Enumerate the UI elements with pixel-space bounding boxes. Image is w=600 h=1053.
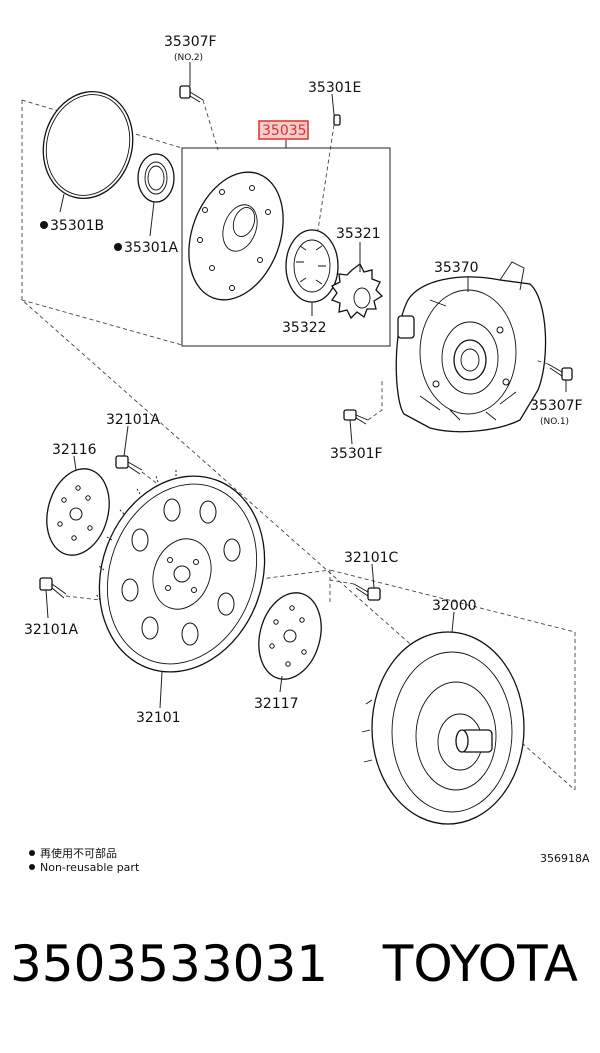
torque-converter-32000[interactable] bbox=[361, 631, 525, 825]
bolt-35307f-no1[interactable] bbox=[534, 359, 573, 381]
label-35035-highlight[interactable]: 35035 bbox=[258, 120, 309, 140]
label-32101a-top: 32101A bbox=[106, 412, 161, 428]
label-32101a-left: 32101A bbox=[24, 622, 79, 638]
label-32101c: 32101C bbox=[344, 550, 399, 566]
legend-marker bbox=[29, 850, 35, 856]
bolt-32101a-left[interactable] bbox=[39, 577, 101, 601]
legend-line-2: Non-reusable part bbox=[40, 861, 140, 874]
bolt-32101c[interactable] bbox=[329, 579, 381, 601]
label-32101: 32101 bbox=[136, 710, 181, 726]
label-35307f-no1: 35307F bbox=[530, 398, 583, 414]
pump-body-plate[interactable] bbox=[172, 159, 300, 313]
legend: 再使用不可部品 Non-reusable part bbox=[29, 846, 140, 874]
label-35322: 35322 bbox=[282, 320, 327, 336]
drive-plate-32101[interactable] bbox=[73, 453, 292, 696]
oil-seal-35301a[interactable] bbox=[137, 153, 175, 203]
diagram-code: 356918A bbox=[540, 852, 590, 865]
label-35307f-no2: 35307F bbox=[164, 34, 217, 50]
brand-name: TOYOTA bbox=[382, 935, 578, 993]
plate-32116[interactable] bbox=[38, 462, 119, 563]
label-32117: 32117 bbox=[254, 696, 299, 712]
label-35307f-no1-note: (NO.1) bbox=[540, 417, 569, 427]
parts-diagram: 35307F (NO.2) 35301E 35035 35301B 35301A… bbox=[21, 34, 590, 874]
drive-gear-35321[interactable] bbox=[330, 263, 384, 320]
leader-lines bbox=[45, 62, 567, 709]
footer: 3503533031 TOYOTA bbox=[10, 935, 590, 1015]
bolt-35301f[interactable] bbox=[343, 378, 383, 425]
label-35370: 35370 bbox=[434, 260, 479, 276]
legend-line-1: 再使用不可部品 bbox=[40, 846, 117, 860]
pin-35301e[interactable] bbox=[317, 114, 341, 231]
label-35301b: 35301B bbox=[50, 218, 104, 234]
label-35301b-group: 35301B bbox=[40, 218, 104, 234]
driven-gear-35322[interactable] bbox=[285, 229, 339, 303]
plate-32117[interactable] bbox=[250, 586, 331, 687]
label-35301a-group: 35301A bbox=[114, 240, 179, 256]
label-35035: 35035 bbox=[262, 123, 307, 139]
label-35307f-no2-note: (NO.2) bbox=[174, 53, 203, 63]
label-32116: 32116 bbox=[52, 442, 97, 458]
non-reusable-marker bbox=[40, 221, 48, 229]
stator-shaft-35370[interactable] bbox=[395, 261, 547, 433]
bolt-35307f-no2[interactable] bbox=[179, 85, 219, 151]
label-35301a: 35301A bbox=[124, 240, 179, 256]
pump-outline-link bbox=[21, 299, 183, 346]
bolt-32101a-top[interactable] bbox=[115, 455, 161, 487]
pump-subassembly-box bbox=[181, 140, 391, 347]
o-ring-35301b[interactable] bbox=[32, 81, 145, 208]
part-number: 3503533031 bbox=[10, 935, 329, 993]
label-35301e: 35301E bbox=[308, 80, 361, 96]
label-32000: 32000 bbox=[432, 598, 477, 614]
non-reusable-marker bbox=[114, 243, 122, 251]
label-35321: 35321 bbox=[336, 226, 381, 242]
label-35301f: 35301F bbox=[330, 446, 383, 462]
legend-marker bbox=[29, 864, 35, 870]
